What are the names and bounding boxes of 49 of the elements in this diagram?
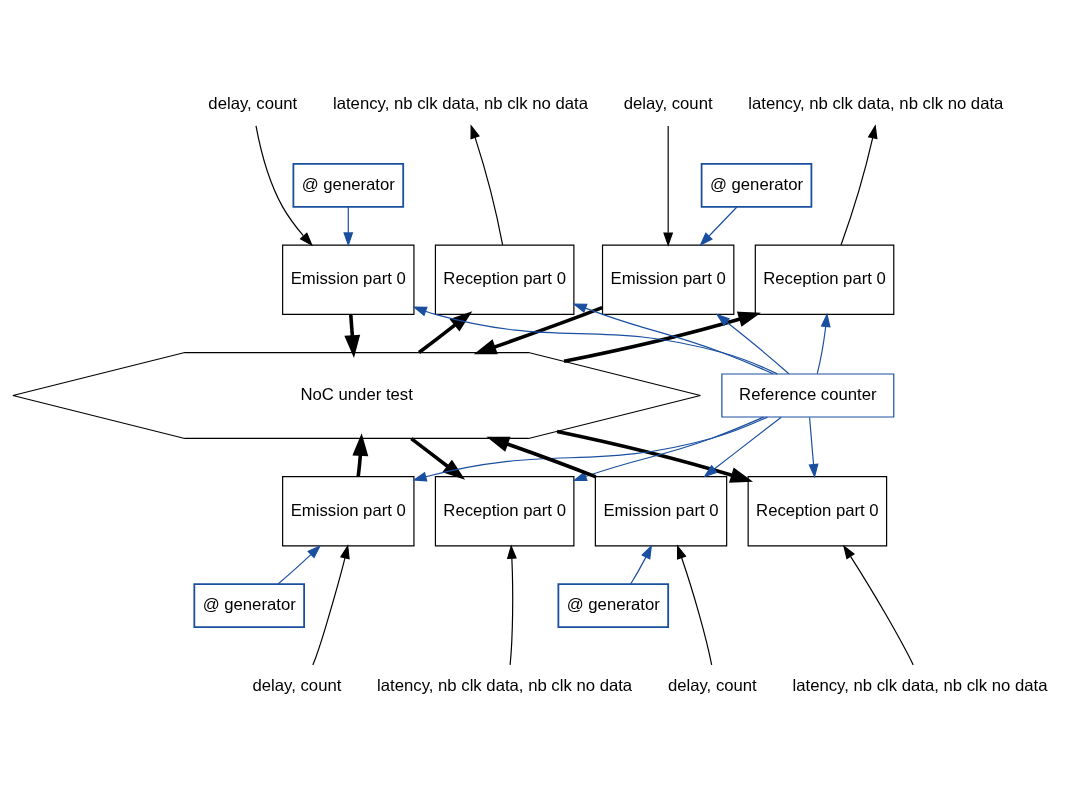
- node-box: Emission part 0: [282, 475, 415, 546]
- node-box: Emission part 0: [601, 244, 735, 315]
- arrow: [840, 123, 878, 246]
- arrow: [699, 205, 738, 246]
- node-text: latency, nb clk data, nb clk no data: [792, 675, 1048, 695]
- node-box: @ generator: [700, 162, 813, 208]
- arrow: [344, 314, 361, 358]
- arrow: [572, 302, 774, 374]
- arrow: [563, 311, 761, 363]
- arrow: [412, 416, 768, 481]
- arrow: [816, 312, 831, 374]
- arrow: [343, 205, 354, 247]
- node-text: delay, count: [667, 675, 757, 695]
- arrow: [486, 436, 598, 478]
- arrow: [412, 306, 778, 374]
- node-box: @ generator: [557, 582, 670, 628]
- arrow: [715, 313, 790, 374]
- arrow: [676, 544, 713, 665]
- node-box: @ generator: [292, 162, 405, 208]
- node-text: latency, nb clk data, nb clk no data: [748, 93, 1004, 113]
- arrow: [842, 544, 914, 665]
- node-box: Reception part 0: [434, 244, 575, 315]
- arrow: [808, 416, 819, 478]
- node-text: delay, count: [208, 93, 298, 113]
- arrow: [312, 543, 350, 666]
- node-text: latency, nb clk data, nb clk no data: [332, 93, 589, 113]
- arrow: [572, 416, 765, 481]
- arrow: [352, 432, 369, 477]
- arrow: [470, 123, 504, 246]
- node-box: Reception part 0: [434, 475, 575, 546]
- arrow: [410, 436, 466, 480]
- node-text: delay, count: [252, 675, 342, 695]
- node-text: latency, nb clk data, nb clk no data: [377, 675, 633, 695]
- node-box: Reception part 0: [754, 244, 895, 315]
- arrow: [417, 310, 473, 354]
- arrow: [277, 544, 322, 585]
- arrow: [473, 305, 603, 354]
- arrow: [556, 429, 754, 483]
- arrow: [663, 124, 674, 247]
- node-text: delay, count: [623, 93, 713, 113]
- node-box: Emission part 0: [594, 475, 728, 546]
- arrow: [255, 124, 313, 246]
- arrow: [630, 544, 653, 585]
- arrow: [703, 416, 782, 477]
- node-box: @ generator: [193, 582, 306, 628]
- node-box: Reference counter: [721, 372, 895, 418]
- node-box: Emission part 0: [282, 244, 415, 315]
- node-box: Reception part 0: [747, 475, 888, 546]
- arrow: [506, 543, 517, 665]
